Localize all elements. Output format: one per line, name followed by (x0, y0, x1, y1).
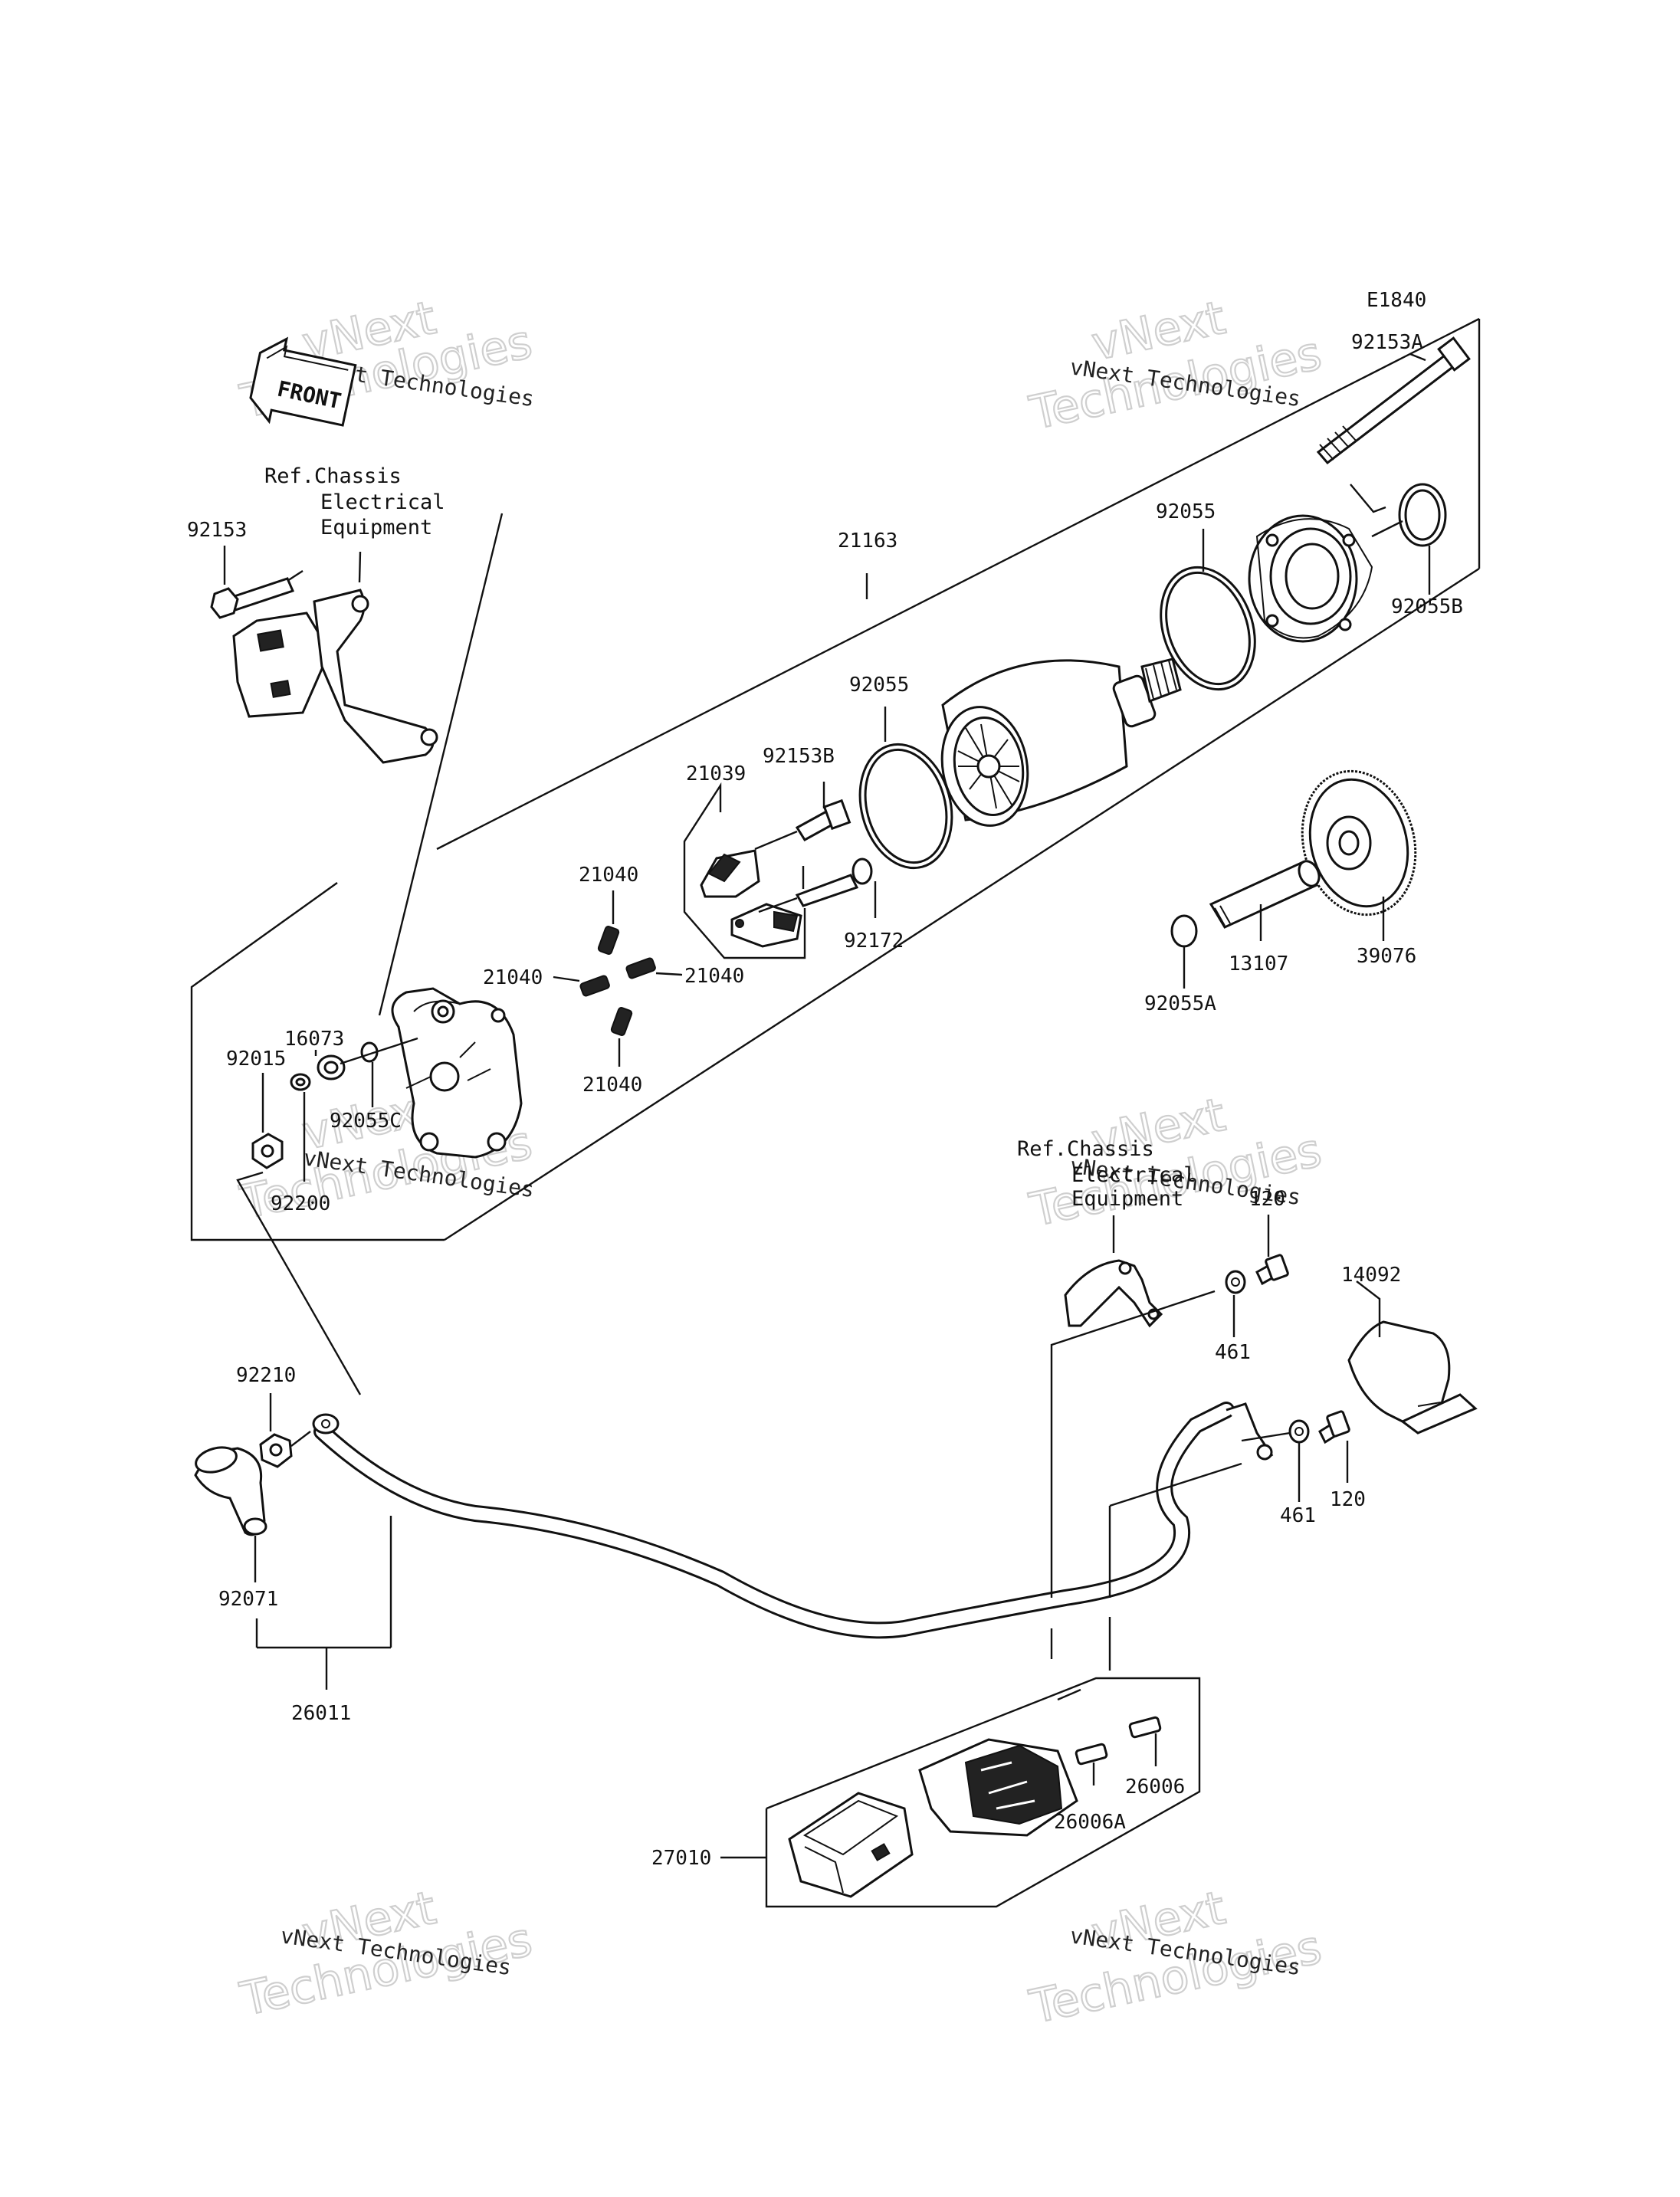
label-120-bottom: 120 (1330, 1488, 1366, 1511)
terminal-cap-92071 (194, 1446, 267, 1536)
label-120-top: 120 (1249, 1188, 1285, 1211)
shaft-13107 (1209, 860, 1321, 929)
starter-cable (312, 1402, 1274, 1639)
label-27010: 27010 (651, 1847, 711, 1870)
label-21040-left: 21040 (483, 966, 543, 989)
bolt-120-bottom (1318, 1410, 1350, 1444)
brush-holder (683, 782, 806, 959)
starter-yoke (940, 657, 1182, 827)
label-92015: 92015 (226, 1048, 286, 1071)
fuse-26006 (1128, 1716, 1162, 1739)
brush-springs (579, 926, 656, 1036)
bolt-120-top (1255, 1254, 1289, 1286)
terminal-cover-14092 (1347, 1320, 1478, 1435)
label-92153B: 92153B (763, 745, 835, 768)
label-92055A: 92055A (1144, 992, 1216, 1015)
label-21039: 21039 (686, 762, 746, 785)
label-21040-top: 21040 (579, 864, 638, 887)
label-92153A: 92153A (1351, 331, 1423, 354)
watermark-bottom-left: Technologies vNext vNext Technologies (235, 1881, 537, 2028)
bolt-92153B (795, 798, 851, 841)
label-92200: 92200 (271, 1192, 330, 1215)
bolt-92153 (210, 577, 295, 619)
washer-461-bottom (1288, 1419, 1310, 1444)
ref-chassis-right-line2: Electrical (1071, 1163, 1196, 1187)
label-92210: 92210 (236, 1364, 296, 1387)
washer-461-top (1225, 1270, 1246, 1294)
label-461-top: 461 (1215, 1341, 1251, 1364)
right-bracket (1064, 1259, 1163, 1328)
reduction-gear (1301, 769, 1417, 917)
label-21040-bottom: 21040 (582, 1074, 642, 1097)
label-21163: 21163 (838, 530, 897, 553)
label-13107: 13107 (1229, 953, 1288, 976)
label-16073: 16073 (284, 1028, 344, 1051)
front-arrow-icon: FRONT (249, 336, 357, 427)
chassis-bracket (232, 589, 438, 764)
front-cover (391, 987, 523, 1159)
ref-chassis-right-line1: Ref.Chassis (1017, 1137, 1154, 1161)
label-92055-mid: 92055 (849, 674, 909, 697)
starter-relay (918, 1738, 1078, 1837)
starter-assembly-box (190, 317, 1481, 1241)
watermark-top-right: Technologies vNext vNext Technologies (1024, 290, 1327, 441)
ref-chassis-top-line1: Ref.Chassis (264, 464, 402, 488)
diagram-code: E1840 (1367, 289, 1426, 312)
label-92153: 92153 (187, 519, 247, 542)
watermark-bottom-right: Technologies vNext vNext Technologies (1024, 1881, 1327, 2035)
label-92071: 92071 (218, 1588, 278, 1611)
relay-box (765, 1677, 1201, 1908)
relay-cover (788, 1792, 914, 1898)
label-92055C: 92055C (330, 1110, 402, 1133)
ref-chassis-top-line2: Electrical (320, 490, 445, 514)
ref-chassis-right-line3: Equipment (1071, 1187, 1183, 1211)
label-39076: 39076 (1357, 945, 1416, 968)
ref-chassis-top-line3: Equipment (320, 516, 432, 539)
washer-92055A (1170, 914, 1198, 948)
label-92055B: 92055B (1391, 595, 1463, 618)
bolt-92153A (1316, 336, 1471, 465)
label-92055-top: 92055 (1156, 500, 1216, 523)
label-26006: 26006 (1125, 1776, 1185, 1799)
fuse-26006A (1075, 1743, 1108, 1766)
label-21040-right: 21040 (684, 965, 744, 988)
end-cover (1248, 514, 1373, 643)
screw-92172 (795, 857, 873, 907)
label-92172: 92172 (844, 930, 904, 953)
label-26011: 26011 (291, 1702, 351, 1725)
label-26006A: 26006A (1054, 1811, 1126, 1834)
label-461-bottom: 461 (1280, 1504, 1316, 1527)
label-14092: 14092 (1341, 1264, 1401, 1287)
